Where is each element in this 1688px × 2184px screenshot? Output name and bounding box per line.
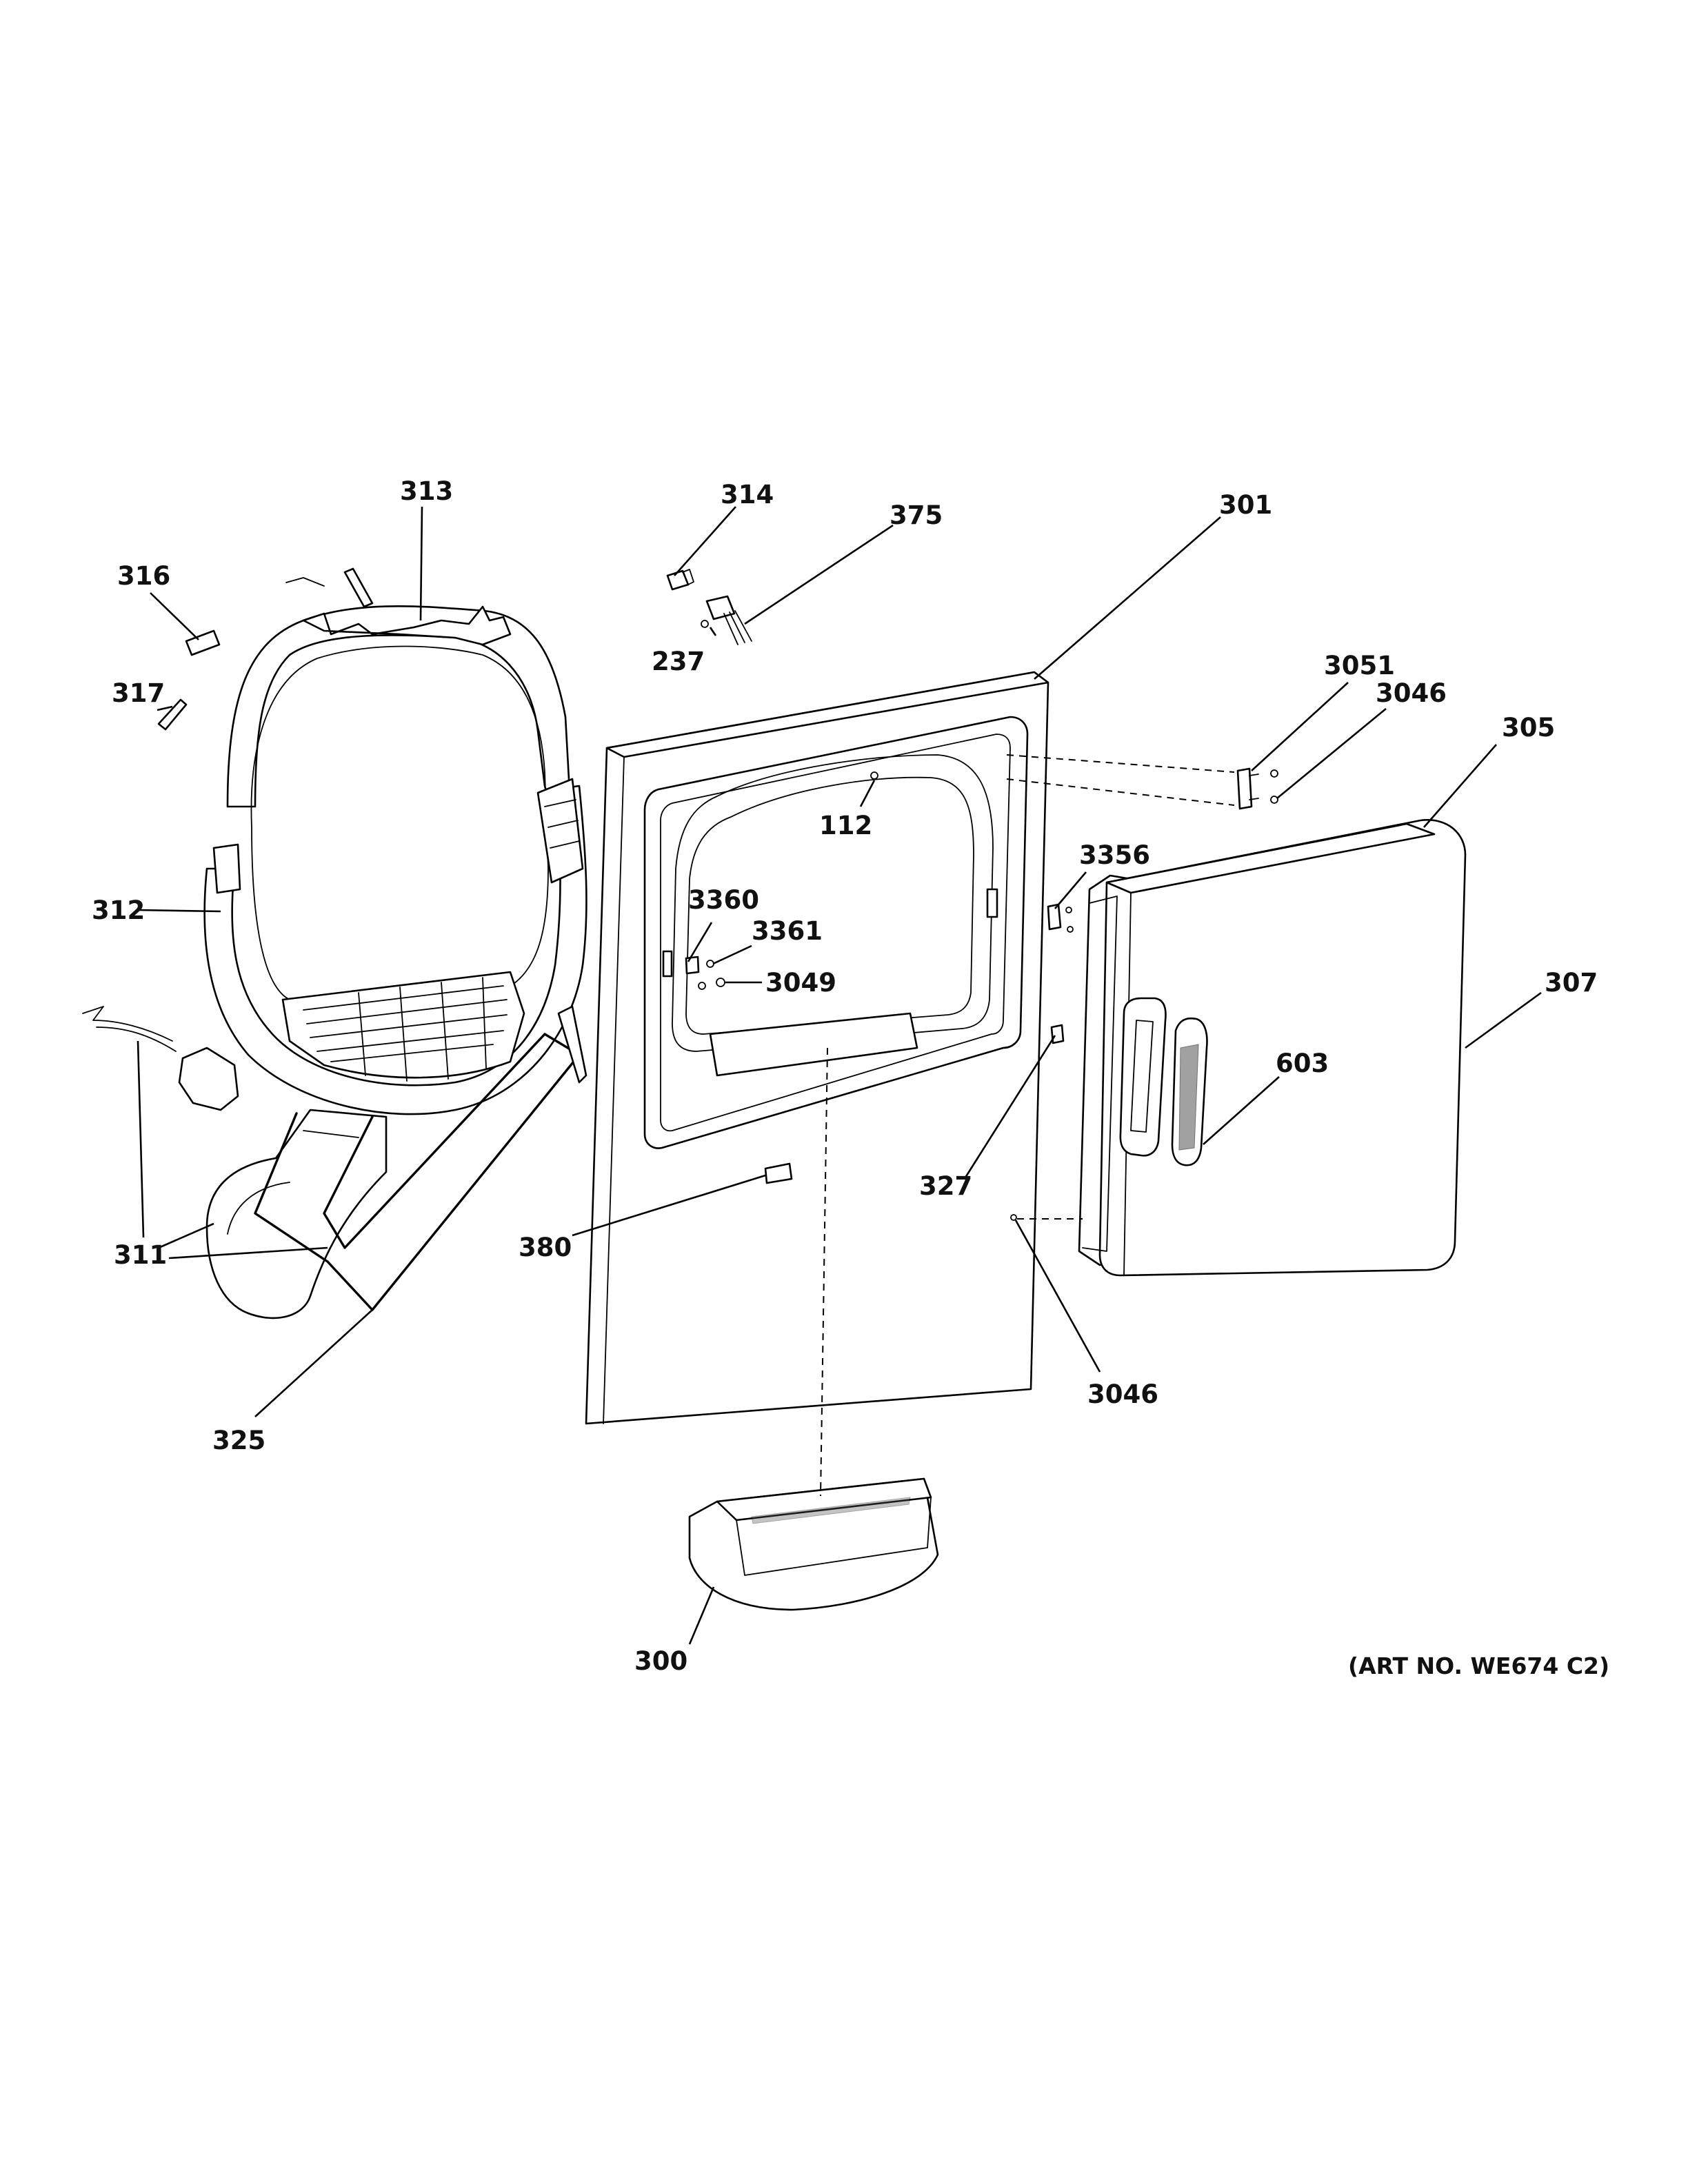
callout-3356: 3356 bbox=[1079, 840, 1150, 870]
art-number: (ART NO. WE674 C2) bbox=[1348, 1652, 1609, 1679]
callout-311: 311 bbox=[114, 1240, 167, 1270]
lint-filter-screen bbox=[736, 1497, 932, 1576]
part-375-wires bbox=[723, 610, 752, 645]
callout-305: 305 bbox=[1502, 713, 1555, 742]
clip-316 bbox=[185, 629, 221, 656]
bulkhead-left-clip bbox=[212, 843, 241, 894]
bulkhead-right-clip bbox=[536, 778, 584, 884]
vent-slots bbox=[303, 977, 508, 1082]
panel-hinge-recess bbox=[986, 888, 998, 918]
front-panel-top-edge bbox=[605, 671, 1049, 758]
strike-327 bbox=[1050, 1024, 1065, 1044]
bulkhead-side-arm bbox=[557, 1005, 587, 1084]
bracket-380 bbox=[764, 1162, 793, 1184]
part-314-cap bbox=[666, 569, 690, 591]
callout-301: 301 bbox=[1219, 490, 1272, 520]
hinge-3356 bbox=[1047, 903, 1062, 931]
callout-313: 313 bbox=[400, 476, 453, 506]
panel-strike-recess bbox=[662, 950, 673, 978]
front-bulkhead-assembly bbox=[82, 567, 587, 1320]
callout-3046-bottom: 3046 bbox=[1087, 1379, 1158, 1409]
felt-seal-strip bbox=[82, 1006, 173, 1042]
bulkhead-lower-ring bbox=[203, 785, 587, 1115]
callout-380: 380 bbox=[519, 1233, 572, 1262]
callout-3046-top: 3046 bbox=[1376, 678, 1447, 708]
door-top-edge bbox=[1105, 822, 1436, 894]
clip-317 bbox=[157, 698, 188, 731]
part-237-screw bbox=[701, 620, 709, 628]
top-clip-b bbox=[343, 567, 374, 608]
lint-trap-slot bbox=[709, 1012, 918, 1077]
callout-375: 375 bbox=[890, 501, 943, 530]
callout-300: 300 bbox=[634, 1646, 687, 1676]
switch-parts bbox=[666, 569, 752, 645]
lint-duct bbox=[205, 1109, 388, 1320]
bulkhead-vent-grille bbox=[281, 971, 525, 1079]
callout-3360: 3360 bbox=[688, 885, 759, 915]
callout-312: 312 bbox=[92, 896, 145, 925]
hinge-screw-top bbox=[1270, 769, 1278, 778]
hinge-3051 bbox=[1236, 767, 1253, 810]
callout-325: 325 bbox=[212, 1426, 265, 1455]
screw-112 bbox=[870, 771, 878, 780]
hinge-screw-bottom bbox=[1270, 796, 1278, 804]
callout-3051: 3051 bbox=[1324, 651, 1395, 680]
callout-labels: 313 316 317 312 311 325 314 375 237 301 … bbox=[92, 476, 1609, 1679]
bulkhead-top-frame bbox=[302, 605, 512, 646]
screw-3046-bottom bbox=[1010, 1214, 1017, 1221]
callout-307: 307 bbox=[1545, 968, 1598, 998]
callout-317: 317 bbox=[112, 678, 165, 708]
alignment-lines bbox=[820, 754, 1235, 1497]
leader-lines bbox=[137, 506, 1542, 1645]
bulkhead-opening bbox=[250, 645, 549, 1000]
front-panel-assembly bbox=[585, 671, 1049, 1425]
bulkhead-sensor-bracket bbox=[178, 1046, 239, 1111]
callout-314: 314 bbox=[721, 480, 774, 509]
lint-filter-assembly bbox=[688, 1477, 939, 1611]
screw-3049 bbox=[716, 978, 725, 987]
callout-3361: 3361 bbox=[752, 916, 823, 946]
callout-316: 316 bbox=[117, 561, 170, 591]
door-catch-3360 bbox=[685, 956, 700, 975]
callout-3049: 3049 bbox=[765, 968, 836, 998]
part-375-switch bbox=[705, 595, 736, 620]
callout-112: 112 bbox=[819, 811, 872, 840]
callout-237: 237 bbox=[652, 647, 705, 676]
door-assembly bbox=[1010, 767, 1467, 1277]
callout-603: 603 bbox=[1276, 1049, 1329, 1078]
top-clip-a bbox=[285, 577, 325, 587]
callout-327: 327 bbox=[919, 1171, 972, 1201]
panel-porthole bbox=[672, 754, 994, 1052]
bulkhead-outer-ring bbox=[226, 605, 570, 808]
panel-door-opening-inner bbox=[660, 734, 1011, 1132]
